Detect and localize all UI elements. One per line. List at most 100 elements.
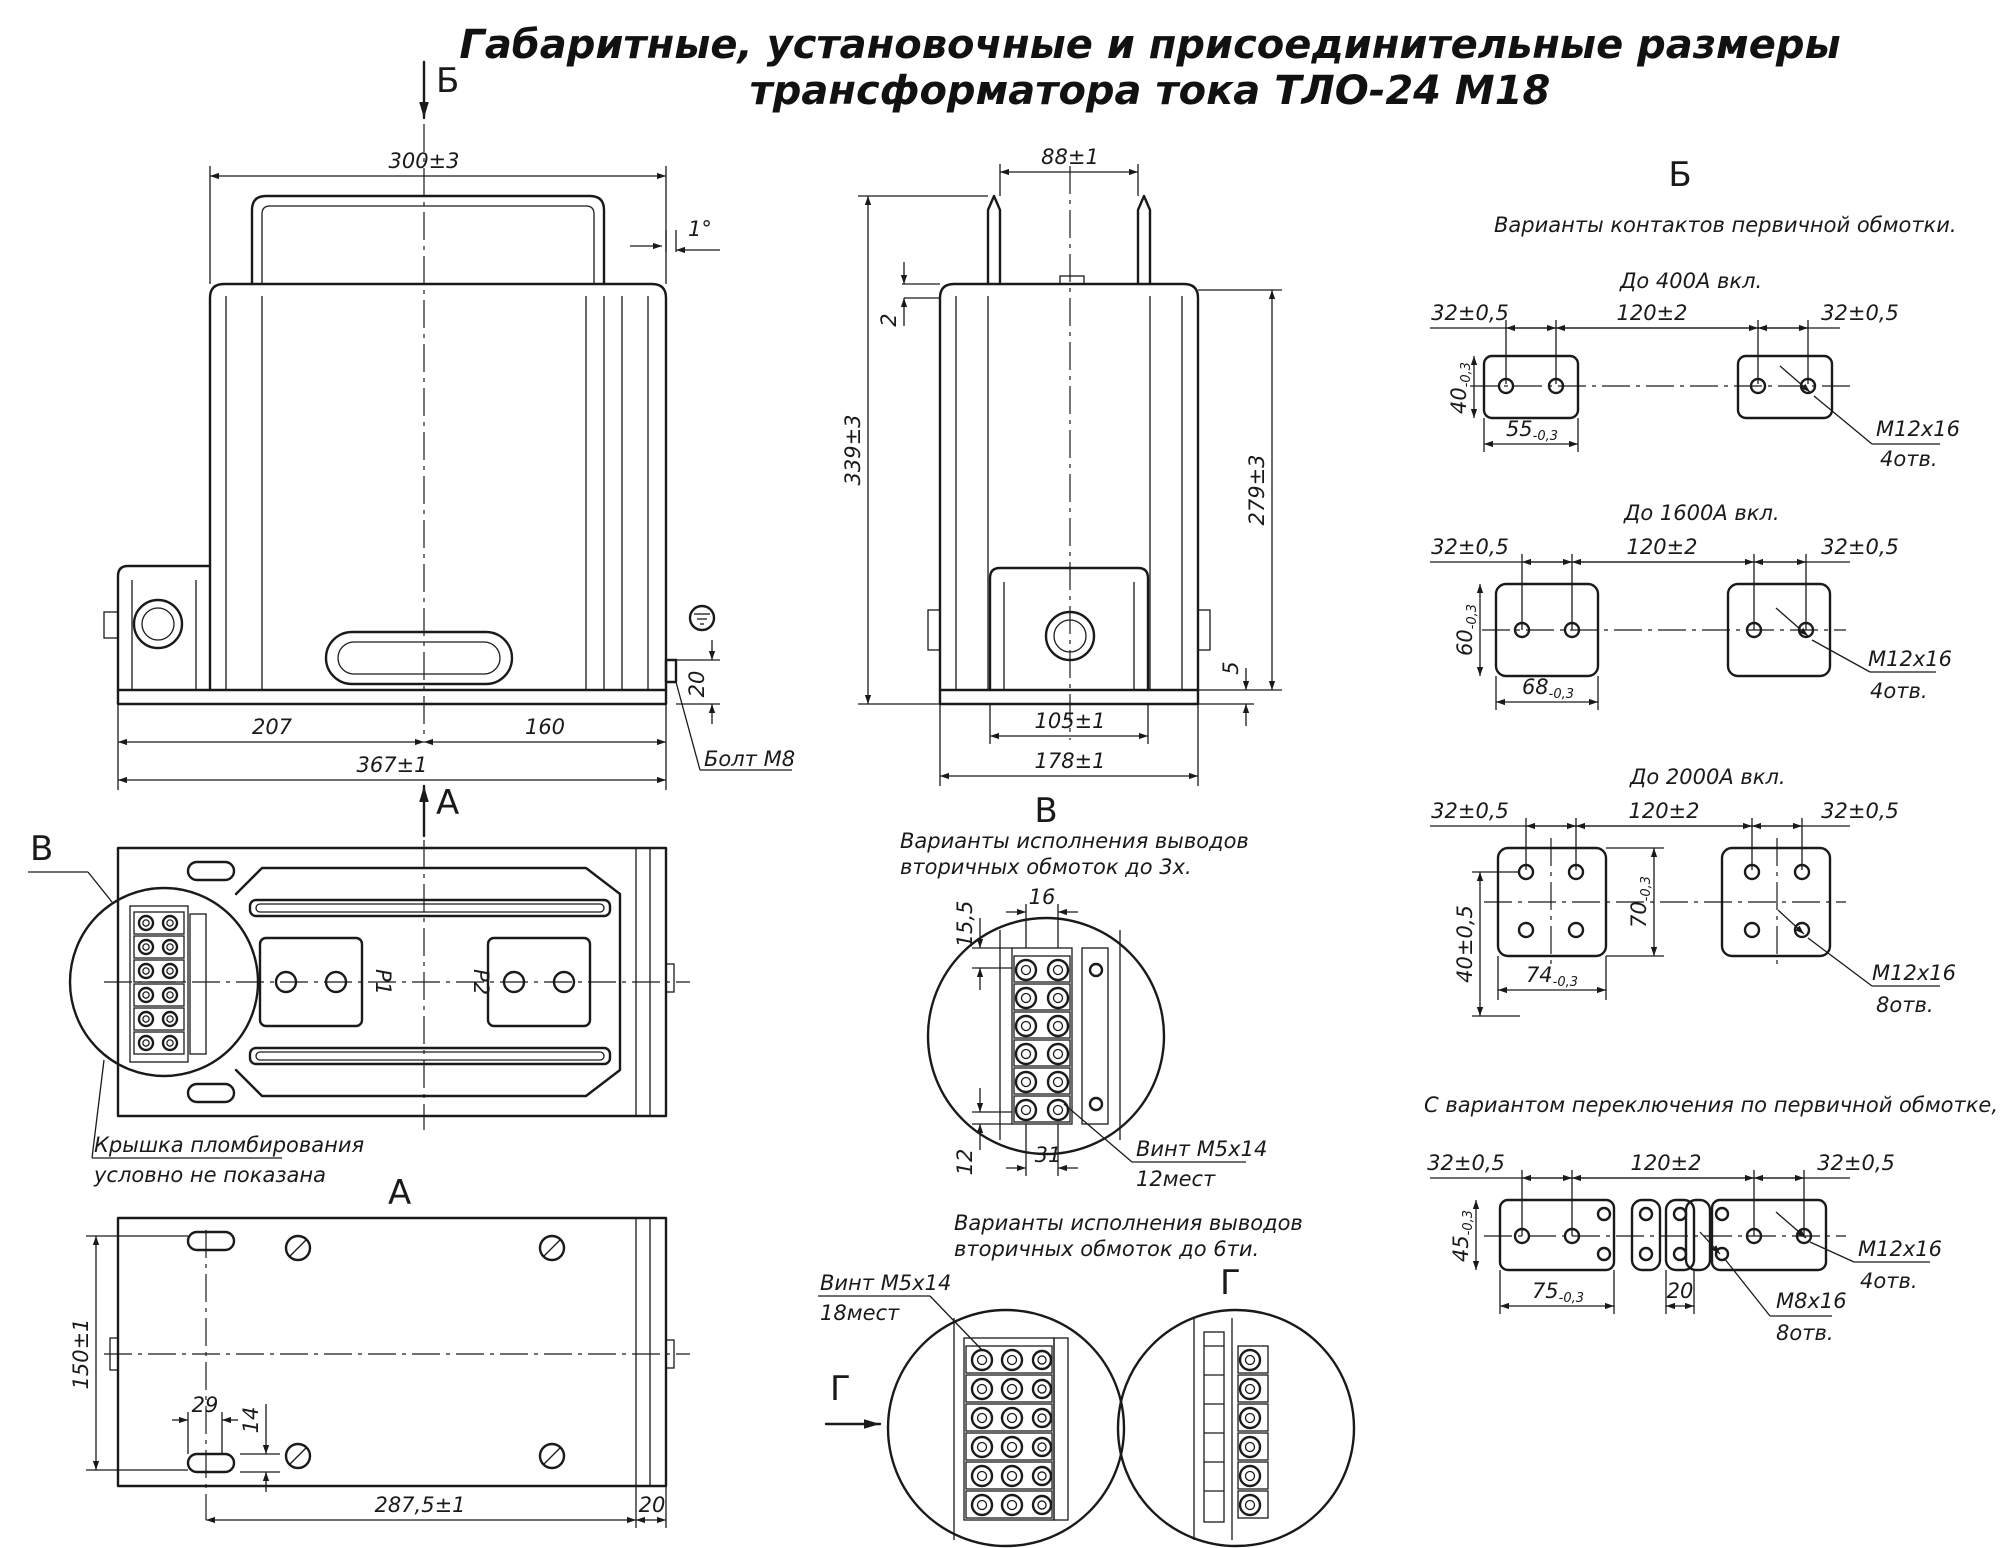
terminal-screw [1031, 1465, 1053, 1487]
terminal-screw [161, 1034, 179, 1052]
variant-400: До 400А вкл. 32±0,5 120±2 32±0,5 40-0,3 … [1430, 269, 1960, 471]
variant-600-title: С вариантом переключения по первичной об… [1424, 1093, 2000, 1117]
terminal-screw [970, 1493, 994, 1517]
bottom-screw-1 [284, 1234, 312, 1262]
detail-g-view-label: Г [1220, 1263, 1241, 1303]
secondary-terminal-block [129, 905, 189, 1063]
dim-12: 12 [953, 1149, 977, 1176]
v400-dim-height: 40-0,3 [1447, 362, 1474, 414]
v1600-thread: М12х16 [1868, 647, 1952, 671]
v1600-dim-width: 68-0,3 [1522, 675, 1574, 702]
variant-600: С вариантом переключения по первичной об… [1424, 1093, 2000, 1345]
dim-29: 29 [192, 1393, 219, 1417]
top-view: А Р1 Р2 В Крышка пломбирован [28, 783, 690, 1187]
terminal-screw [1238, 1464, 1262, 1488]
secondary-terminal-box [116, 564, 212, 692]
terminal-screw [1046, 1070, 1070, 1094]
dim-31: 31 [1035, 1143, 1062, 1167]
v600-dim-height: 45-0,3 [1449, 1210, 1476, 1262]
dim-right-160: 160 [525, 715, 565, 739]
terminal-screw [1014, 1042, 1038, 1066]
cover-note-line-1: Крышка пломбирования [94, 1133, 364, 1157]
callout-v-label: В [30, 829, 53, 869]
terminal-screw [1014, 1098, 1038, 1122]
terminal-screw [1014, 1070, 1038, 1094]
terminal-screw [970, 1377, 994, 1401]
dim-box-105: 105±1 [1034, 709, 1105, 733]
dim-angle-1deg: 1° [688, 217, 712, 241]
dim-gap-2: 2 [877, 313, 901, 326]
v1600-dim-mid: 120±2 [1626, 535, 1697, 559]
terminal-screw [1031, 1349, 1053, 1371]
terminal-screw [161, 986, 179, 1004]
dim-20: 20 [639, 1493, 666, 1517]
bottom-screw-4 [538, 1442, 566, 1470]
terminal-screw [1238, 1348, 1262, 1372]
v400-pad-left [1482, 354, 1580, 420]
v600-dim-20: 20 [1667, 1279, 1694, 1303]
base-plate [116, 688, 668, 706]
detail-g-circle-side [1116, 1308, 1356, 1548]
v600-holes-2: 8отв. [1776, 1321, 1834, 1345]
variant-2000-title: До 2000А вкл. [1629, 765, 1786, 789]
dim-16: 16 [1029, 885, 1056, 909]
callout-circle-v [68, 886, 260, 1078]
v400-dim-mid: 120±2 [1616, 301, 1687, 325]
earth-symbol-icon [688, 604, 716, 632]
terminal-screw [1046, 958, 1070, 982]
detail-b-label: Б [1668, 155, 1691, 195]
detail-v-caption-1: Варианты исполнения выводов [900, 829, 1249, 853]
terminal-screw [161, 1010, 179, 1028]
variant-400-title: До 400А вкл. [1619, 269, 1762, 293]
terminal-screw [1031, 1407, 1053, 1429]
terminal-screw [161, 914, 179, 932]
terminal-screw [1046, 1042, 1070, 1066]
terminal-screw [1031, 1494, 1053, 1516]
terminal-screw [970, 1406, 994, 1430]
v1600-dim-left: 32±0,5 [1431, 535, 1509, 559]
side-base-plate [938, 688, 1200, 706]
detail-g-circle-front [886, 1308, 1126, 1548]
detail-g: Варианты исполнения выводов вторичных об… [818, 1211, 1356, 1548]
detail-b-caption: Варианты контактов первичной обмотки. [1494, 213, 1957, 237]
v2000-dim-mid: 120±2 [1628, 799, 1699, 823]
cover-note-line-2: условно не показана [93, 1163, 326, 1187]
v400-dim-left: 32±0,5 [1431, 301, 1509, 325]
v2000-dim-width: 74-0,3 [1526, 963, 1578, 990]
detail-v: В Варианты исполнения выводов вторичных … [900, 791, 1267, 1191]
dim-height-339: 339±3 [841, 414, 865, 485]
terminal-screw [1014, 986, 1038, 1010]
primary-terminal-right [1136, 194, 1152, 286]
dim-15-5: 15,5 [953, 901, 977, 948]
terminal-screw [1000, 1377, 1024, 1401]
detail-v-terminal-block [1011, 947, 1073, 1125]
detail-v-caption-2: вторичных обмоток до 3х. [900, 855, 1192, 879]
terminal-screw [137, 986, 155, 1004]
dim-width-178: 178±1 [1034, 749, 1105, 773]
terminal-screw [1000, 1464, 1024, 1488]
v600-pad-right [1710, 1198, 1828, 1272]
terminal-screw [1014, 1014, 1038, 1038]
terminal-screw [1000, 1406, 1024, 1430]
detail-v-screw-count: 12мест [1136, 1167, 1216, 1191]
terminal-screw [137, 914, 155, 932]
bottom-view: А 150±1 29 14 287,5±1 20 [69, 1173, 690, 1528]
variant-1600: До 1600А вкл. 32±0,5 120±2 32±0,5 60-0,3… [1430, 501, 1952, 710]
terminal-screw [137, 938, 155, 956]
bolt-label: Болт М8 [704, 747, 795, 771]
terminal-screw [137, 1034, 155, 1052]
primary-terminal-left [986, 194, 1002, 286]
variant-1600-title: До 1600А вкл. [1623, 501, 1780, 525]
terminal-screw [1031, 1378, 1053, 1400]
cable-gland [132, 598, 184, 650]
terminal-screw [970, 1348, 994, 1372]
detail-g-screw-count: 18мест [820, 1301, 900, 1325]
top-body [234, 866, 622, 1098]
v600-thread: М12х16 [1858, 1237, 1942, 1261]
dim-total-367: 367±1 [356, 753, 427, 777]
detail-g-caption-1: Варианты исполнения выводов [954, 1211, 1303, 1235]
dim-287-5: 287,5±1 [374, 1493, 465, 1517]
variant-2000: До 2000А вкл. 32±0,5 120±2 32±0,5 70 [1430, 765, 1956, 1017]
terminal-screw [161, 962, 179, 980]
